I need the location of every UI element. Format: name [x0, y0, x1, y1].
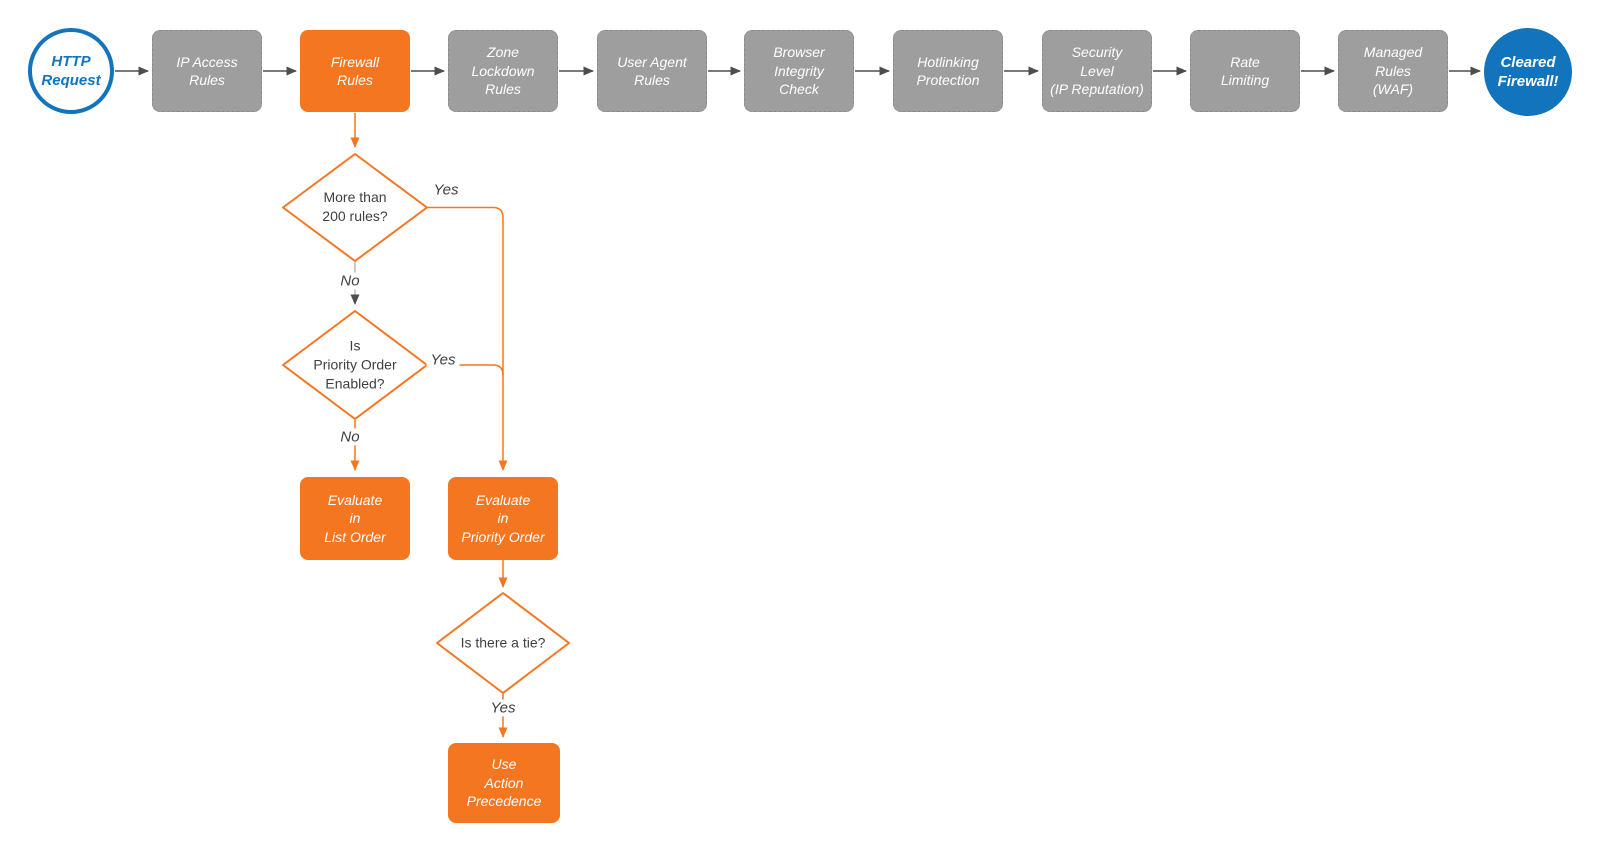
- step-hotlinking-protection: Hotlinking Protection: [893, 30, 1003, 112]
- step-managed-rules-waf: Managed Rules (WAF): [1338, 30, 1448, 112]
- decision-is-there-a-tie: [436, 592, 570, 694]
- node-cleared-firewall-label: Cleared Firewall!: [1497, 54, 1559, 90]
- step-browser-integrity-check: Browser Integrity Check: [744, 30, 854, 112]
- step-label: Firewall Rules: [330, 53, 380, 89]
- edge-label-no-d2: No: [336, 428, 364, 446]
- step-rate-limiting: Rate Limiting: [1190, 30, 1300, 112]
- box-use-action-precedence: Use Action Precedence: [448, 743, 560, 823]
- decision-is-there-a-tie-text: Is there a tie?: [460, 634, 546, 651]
- step-ip-access-rules: IP Access Rules: [152, 30, 262, 112]
- step-label: Browser Integrity Check: [773, 44, 825, 98]
- step-zone-lockdown-rules: Zone Lockdown Rules: [448, 30, 558, 112]
- step-user-agent-rules: User Agent Rules: [597, 30, 707, 112]
- node-cleared-firewall: Cleared Firewall!: [1484, 28, 1572, 116]
- step-label: User Agent Rules: [617, 53, 687, 89]
- node-http-request: HTTP Request: [28, 28, 114, 114]
- decision-more-than-200-rules-text: More than 200 rules?: [322, 189, 388, 224]
- step-label: Rate Limiting: [1220, 53, 1270, 89]
- edge-label-no-d1: No: [336, 272, 364, 290]
- edge-label-yes-d3: Yes: [486, 699, 520, 717]
- box-label: Evaluate in Priority Order: [461, 491, 545, 545]
- step-label: Hotlinking Protection: [916, 53, 980, 89]
- box-label: Evaluate in List Order: [324, 491, 386, 545]
- step-firewall-rules: Firewall Rules: [300, 30, 410, 112]
- decision-priority-order-enabled-text: Is Priority Order Enabled?: [313, 337, 397, 392]
- edge-label-yes-d2: Yes: [426, 351, 460, 369]
- edge-label-yes-d1: Yes: [429, 181, 463, 199]
- decision-priority-order-enabled: [282, 310, 428, 420]
- step-label: Managed Rules (WAF): [1363, 44, 1423, 98]
- box-evaluate-in-priority-order: Evaluate in Priority Order: [448, 477, 558, 560]
- step-security-level-ip-reputation: Security Level (IP Reputation): [1042, 30, 1152, 112]
- box-label: Use Action Precedence: [466, 756, 542, 810]
- box-evaluate-in-list-order: Evaluate in List Order: [300, 477, 410, 560]
- decision-more-than-200-rules: [282, 153, 428, 262]
- step-label: Zone Lockdown Rules: [471, 44, 535, 98]
- node-http-request-label: HTTP Request: [41, 53, 101, 89]
- step-label: Security Level (IP Reputation): [1050, 44, 1144, 98]
- step-label: IP Access Rules: [176, 53, 238, 89]
